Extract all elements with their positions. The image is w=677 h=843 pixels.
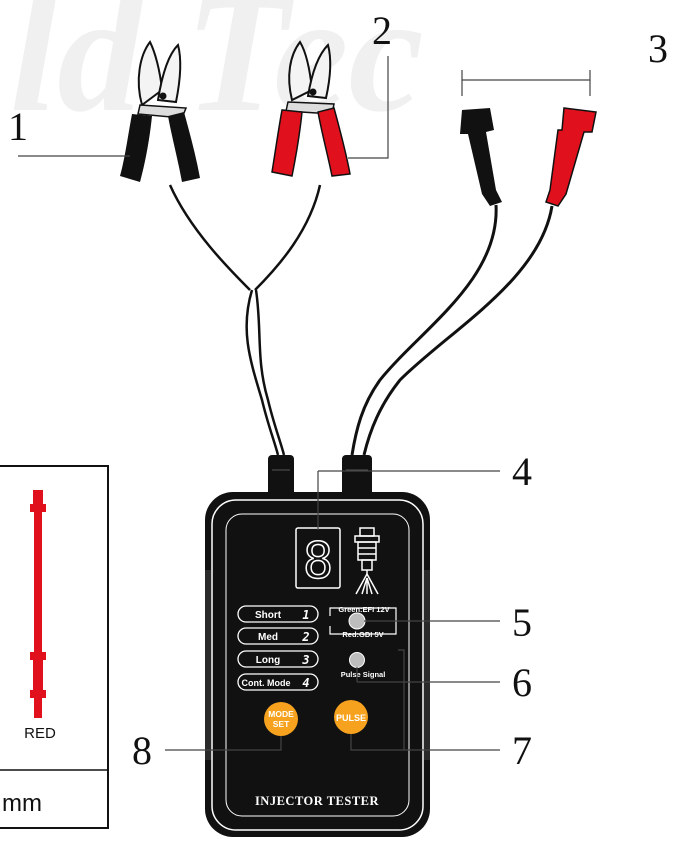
mode-long-code: 3: [301, 653, 309, 667]
callout-5: 5: [512, 600, 532, 645]
mode-list: Short 1 Med 2 Long 3 Cont. Mode 4: [237, 605, 319, 691]
callout-7: 7: [512, 728, 532, 773]
callout-lines: [18, 56, 591, 751]
red-alligator-clip: [254, 40, 351, 291]
callout-6: 6: [512, 660, 532, 705]
inset-color-label: RED: [24, 725, 56, 742]
efi-gdi-indicator-led: [348, 612, 366, 630]
mode-button-line1: MODE: [268, 709, 294, 719]
callout-4: 4: [512, 449, 532, 494]
right-cable-boot: [342, 455, 372, 500]
mode-set-button[interactable]: [264, 702, 298, 736]
callout-2: 2: [372, 8, 392, 53]
indicator-green-label: Green:EFI 12V: [338, 605, 389, 614]
black-alligator-clip: [120, 40, 251, 291]
mode-med-code: 2: [301, 630, 309, 644]
display-digit: 8: [303, 532, 333, 590]
indicator-red-label: Red:GDI 5V: [342, 630, 383, 639]
pulse-button-label: PULSE: [336, 713, 366, 723]
device-name: INJECTOR TESTER: [255, 794, 380, 808]
connector-inset: RED mm: [0, 465, 109, 829]
pulse-button[interactable]: [334, 700, 368, 734]
probe-connectors: [350, 107, 597, 456]
watermark-text: ld Tec: [10, 0, 424, 147]
callout-8: 8: [132, 728, 152, 773]
injector-spray-icon: [354, 527, 380, 595]
mode-short-code: 1: [302, 608, 309, 622]
pulse-signal-label: Pulse Signal: [341, 670, 386, 679]
inset-size-label: mm: [2, 790, 42, 817]
mode-long-label: Long: [256, 655, 280, 666]
injector-tester-device: 8 Short 1 Med 2 Long 3: [205, 455, 430, 837]
callout-1: 1: [8, 104, 28, 149]
mode-short-label: Short: [255, 610, 282, 621]
callout-3: 3: [648, 26, 668, 71]
left-cable-boot: [268, 455, 294, 500]
clip-wire: [245, 289, 280, 456]
mode-cont-code: 4: [302, 676, 309, 690]
mode-med-label: Med: [258, 632, 278, 643]
mode-cont-label: Cont. Mode: [242, 678, 291, 688]
mode-button-line2: SET: [273, 719, 290, 729]
pulse-signal-led: [349, 652, 365, 668]
